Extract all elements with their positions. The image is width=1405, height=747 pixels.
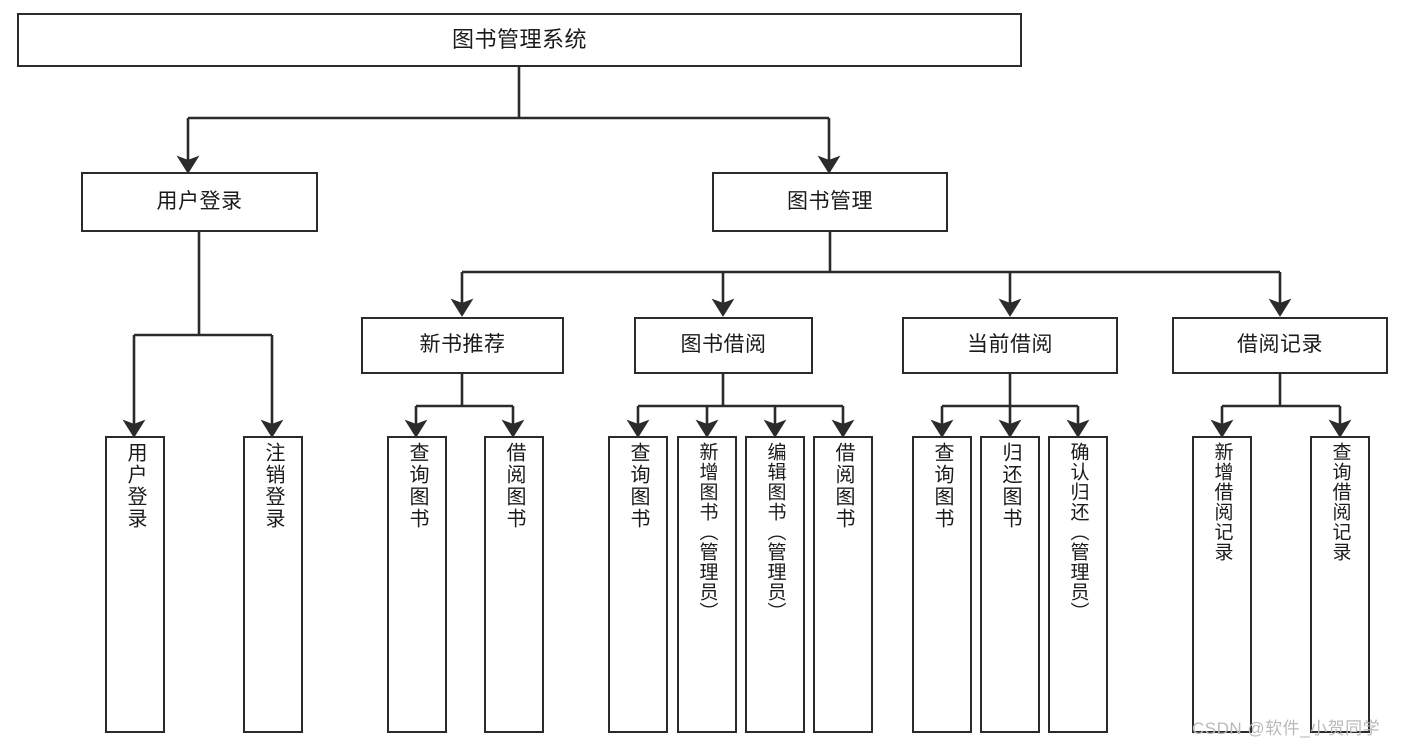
node-label: 确认归还（管理员） — [1067, 442, 1089, 622]
leaf-return-book[interactable]: 归还图书 — [980, 436, 1040, 733]
node-label: 新增借阅记录 — [1211, 442, 1233, 562]
leaf-query-book-current[interactable]: 查询图书 — [912, 436, 972, 733]
leaf-user-logout[interactable]: 注销登录 — [243, 436, 303, 733]
node-label: 图书管理系统 — [451, 27, 587, 53]
node-current-borrow[interactable]: 当前借阅 — [902, 317, 1118, 374]
node-user-login[interactable]: 用户登录 — [81, 172, 318, 232]
leaf-borrow-book-recommend[interactable]: 借阅图书 — [484, 436, 544, 733]
node-label: 借阅记录 — [1237, 333, 1323, 357]
leaf-query-borrow-record[interactable]: 查询借阅记录 — [1310, 436, 1370, 733]
node-label: 用户登录 — [124, 442, 146, 530]
node-label: 查询借阅记录 — [1329, 442, 1351, 562]
node-label: 查询图书 — [627, 442, 649, 530]
node-label: 查询图书 — [931, 442, 953, 530]
node-borrow-record[interactable]: 借阅记录 — [1172, 317, 1388, 374]
node-new-book-recommend[interactable]: 新书推荐 — [361, 317, 564, 374]
node-label: 新书推荐 — [419, 333, 506, 357]
node-label: 当前借阅 — [967, 333, 1053, 357]
leaf-add-book[interactable]: 新增图书（管理员） — [677, 436, 737, 733]
node-label: 归还图书 — [999, 442, 1021, 530]
csdn-watermark: CSDN @软件_小贺同学 — [1192, 719, 1381, 738]
node-book-borrow[interactable]: 图书借阅 — [634, 317, 813, 374]
node-root-system[interactable]: 图书管理系统 — [17, 13, 1022, 67]
node-label: 图书借阅 — [680, 333, 767, 357]
leaf-query-book-recommend[interactable]: 查询图书 — [387, 436, 447, 733]
node-label: 借阅图书 — [832, 442, 854, 530]
node-label: 图书管理 — [787, 189, 873, 213]
leaf-confirm-return[interactable]: 确认归还（管理员） — [1048, 436, 1108, 733]
node-label: 注销登录 — [262, 442, 284, 530]
node-book-manage[interactable]: 图书管理 — [712, 172, 948, 232]
leaf-borrow-book[interactable]: 借阅图书 — [813, 436, 873, 733]
leaf-user-login[interactable]: 用户登录 — [105, 436, 165, 733]
node-label: 用户登录 — [156, 189, 243, 213]
node-label: 查询图书 — [406, 442, 428, 530]
leaf-query-book-borrow[interactable]: 查询图书 — [608, 436, 668, 733]
leaf-add-borrow-record[interactable]: 新增借阅记录 — [1192, 436, 1252, 733]
leaf-edit-book[interactable]: 编辑图书（管理员） — [745, 436, 805, 733]
node-label: 编辑图书（管理员） — [764, 442, 786, 622]
node-label: 新增图书（管理员） — [696, 442, 718, 622]
node-label: 借阅图书 — [503, 442, 525, 530]
